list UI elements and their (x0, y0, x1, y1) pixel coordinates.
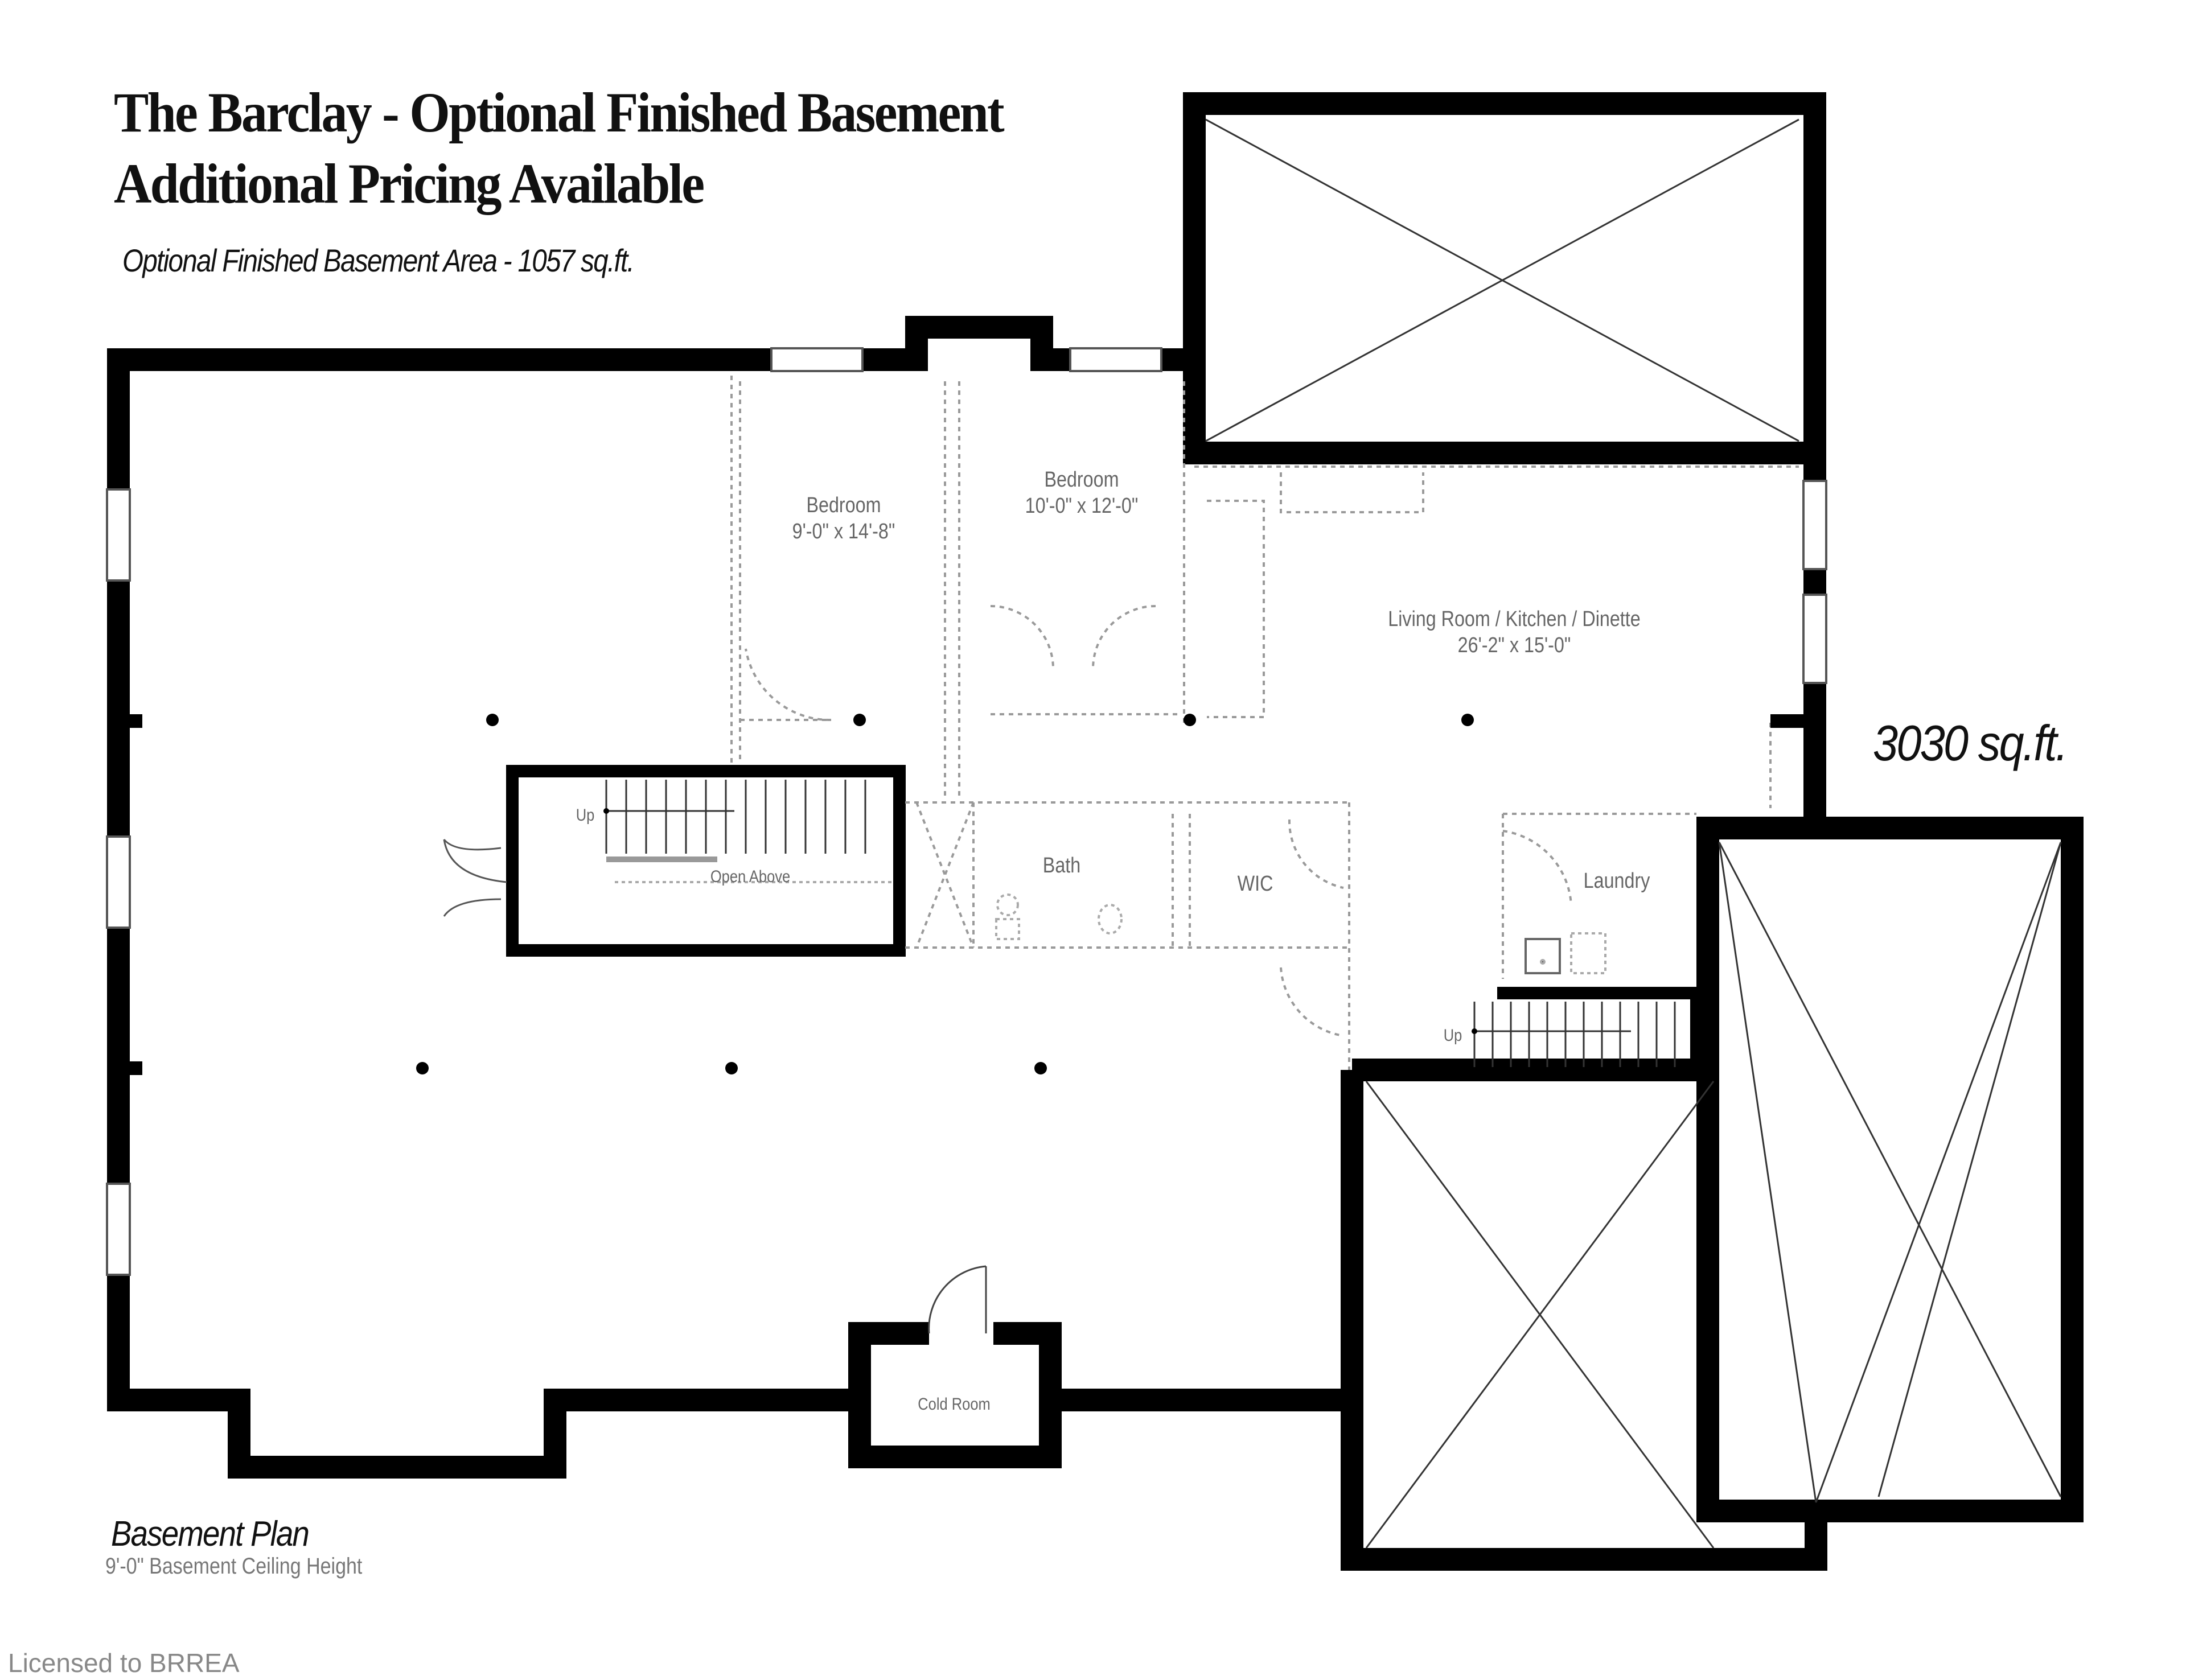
total-area-label: 3030 sq.ft. (1873, 715, 2068, 771)
bedroom-2-label: Bedroom 10'-0" x 12'-0" (1025, 467, 1139, 519)
living-kitchen-dinette-label: Living Room / Kitchen / Dinette 26'-2" x… (1388, 606, 1640, 658)
page-title-line1: The Barclay - Optional Finished Basement (114, 81, 1005, 144)
rear-stair-up-label: Up (1443, 1026, 1462, 1045)
room-dimensions: 10'-0" x 12'-0" (1025, 494, 1139, 518)
finished-area-subtitle: Optional Finished Basement Area - 1057 s… (122, 242, 635, 278)
laundry-label: Laundry (1583, 869, 1650, 893)
wic-label: WIC (1237, 872, 1273, 896)
basement-plan-label: Basement Plan (111, 1514, 310, 1554)
license-watermark: Licensed to BRREA (8, 1648, 240, 1678)
cold-room-label: Cold Room (918, 1395, 991, 1414)
room-name: Bedroom (806, 493, 881, 517)
unexcavated-area-top (1183, 92, 1826, 464)
main-stair-up-label: Up (576, 806, 595, 825)
fixtures (995, 893, 1606, 974)
room-dimensions: 26'-2" x 15'-0" (1457, 633, 1571, 657)
room-name: Bedroom (1044, 468, 1119, 492)
cold-room-walls (848, 1265, 1062, 1468)
rear-stair (1472, 987, 1703, 1070)
support-columns (130, 714, 1805, 1075)
windows (106, 347, 1827, 1276)
ceiling-height-label: 9'-0" Basement Ceiling Height (105, 1554, 363, 1579)
unexcavated-area-right (1341, 817, 2084, 1571)
open-above-label: Open Above (710, 867, 791, 886)
finished-area-partitions (730, 376, 1799, 1070)
room-name: Living Room / Kitchen / Dinette (1388, 607, 1641, 631)
bedroom-1-label: Bedroom 9'-0" x 14'-8" (792, 492, 895, 545)
page-title-line2: Additional Pricing Available (114, 152, 705, 215)
exterior-walls (107, 316, 1826, 1479)
bath-label: Bath (1042, 854, 1081, 878)
main-stair (443, 765, 906, 957)
room-dimensions: 9'-0" x 14'-8" (792, 520, 895, 543)
